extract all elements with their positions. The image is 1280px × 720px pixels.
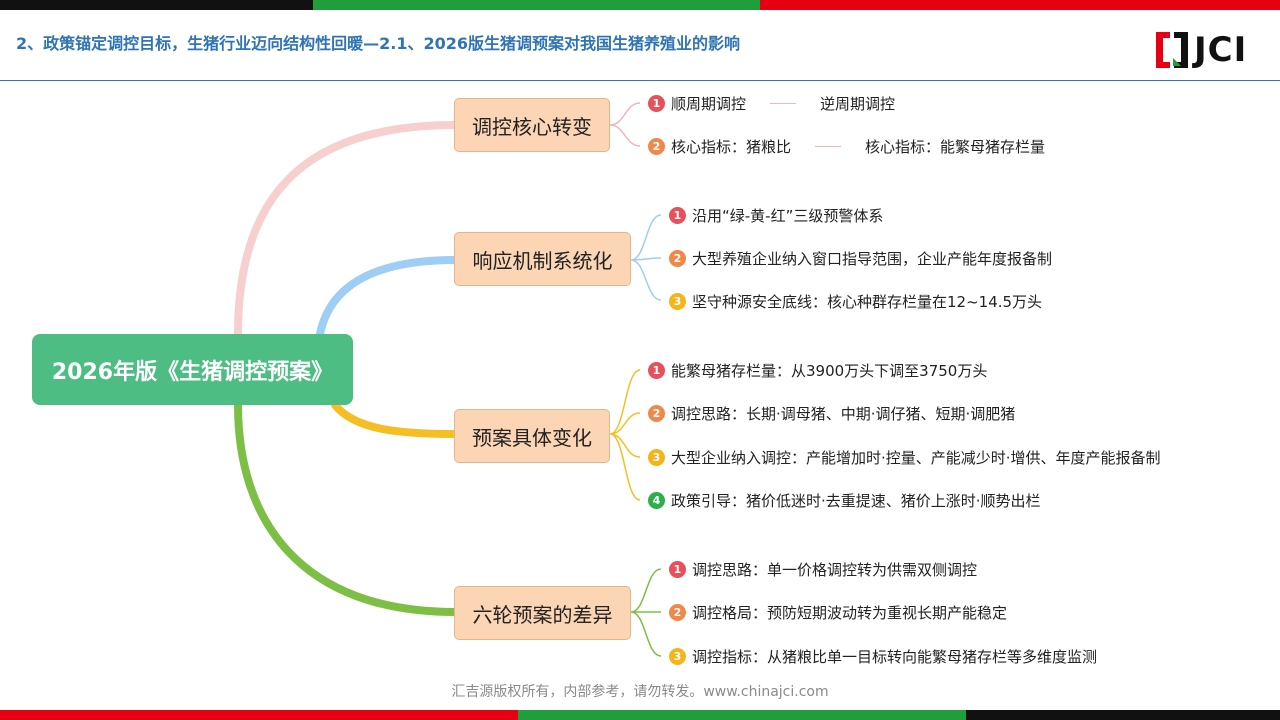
copyright-footer: 汇吉源版权所有，内部参考，请勿转发。www.chinajci.com bbox=[451, 684, 829, 700]
item-text: 调控指标：从猪粮比单一目标转向能繁母猪存栏等多维度监测 bbox=[692, 648, 1098, 666]
bracket-branch-4 bbox=[630, 568, 662, 657]
list-item: 3 调控指标：从猪粮比单一目标转向能繁母猪存栏等多维度监测 bbox=[669, 646, 1097, 667]
top-bar-black bbox=[0, 0, 313, 10]
number-badge: 3 bbox=[648, 449, 665, 466]
item-text: 顺周期调控 bbox=[671, 95, 747, 113]
top-color-bar bbox=[0, 0, 1280, 10]
number-badge: 3 bbox=[669, 648, 686, 665]
branch-six-round-differences: 六轮预案的差异 bbox=[454, 586, 631, 640]
list-item: 1 调控思路：单一价格调控转为供需双侧调控 bbox=[669, 559, 977, 580]
arrow-separator bbox=[770, 103, 797, 104]
item-text: 调控思路：长期·调母猪、中期·调仔猪、短期·调肥猪 bbox=[671, 405, 1016, 423]
link-root-branch-1 bbox=[234, 121, 459, 338]
link-root-branch-2 bbox=[316, 256, 459, 338]
branch-plan-changes: 预案具体变化 bbox=[454, 409, 610, 463]
item-text: 沿用“绿-黄-红”三级预警体系 bbox=[692, 207, 884, 225]
bracket-branch-1 bbox=[609, 102, 641, 147]
item-text-target: 逆周期调控 bbox=[820, 95, 896, 113]
number-badge: 2 bbox=[648, 138, 665, 155]
item-text: 坚守种源安全底线：核心种群存栏量在12~14.5万头 bbox=[692, 293, 1043, 311]
arrow-separator bbox=[815, 146, 842, 147]
bottom-color-bar bbox=[0, 710, 1280, 720]
item-text-target: 核心指标：能繁母猪存栏量 bbox=[865, 138, 1046, 156]
bottom-bar-black bbox=[966, 710, 1280, 720]
bottom-bar-red bbox=[0, 710, 518, 720]
list-item: 2 大型养殖企业纳入窗口指导范围，企业产能年度报备制 bbox=[669, 248, 1052, 269]
item-text: 大型企业纳入调控：产能增加时·控量、产能减少时·增供、年度产能报备制 bbox=[671, 449, 1161, 467]
item-text: 调控格局：预防短期波动转为重视长期产能稳定 bbox=[692, 604, 1008, 622]
item-text: 政策引导：猪价低迷时·去重提速、猪价上涨时·顺势出栏 bbox=[671, 492, 1041, 510]
number-badge: 1 bbox=[648, 95, 665, 112]
jci-logo: JCI bbox=[1154, 28, 1264, 72]
list-item: 1 顺周期调控 逆周期调控 bbox=[648, 93, 895, 114]
item-text: 能繁母猪存栏量：从3900万头下调至3750万头 bbox=[671, 362, 988, 380]
bracket-branch-2 bbox=[630, 214, 662, 301]
list-item: 3 坚守种源安全底线：核心种群存栏量在12~14.5万头 bbox=[669, 291, 1042, 312]
branch-response-mechanism: 响应机制系统化 bbox=[454, 232, 631, 286]
branch-core-shift: 调控核心转变 bbox=[454, 98, 610, 152]
page-title: 2、政策锚定调控目标，生猪行业迈向结构性回暖—2.1、2026版生猪调预案对我国… bbox=[16, 34, 741, 53]
list-item: 4 政策引导：猪价低迷时·去重提速、猪价上涨时·顺势出栏 bbox=[648, 490, 1041, 511]
link-root-branch-3 bbox=[331, 401, 459, 438]
header-divider bbox=[0, 80, 1280, 81]
item-text: 大型养殖企业纳入窗口指导范围，企业产能年度报备制 bbox=[692, 250, 1053, 268]
number-badge: 1 bbox=[669, 207, 686, 224]
number-badge: 3 bbox=[669, 293, 686, 310]
top-bar-red bbox=[760, 0, 1280, 10]
bottom-bar-green bbox=[518, 710, 966, 720]
list-item: 2 调控思路：长期·调母猪、中期·调仔猪、短期·调肥猪 bbox=[648, 403, 1015, 424]
list-item: 1 沿用“绿-黄-红”三级预警体系 bbox=[669, 205, 883, 226]
number-badge: 2 bbox=[669, 250, 686, 267]
top-bar-green bbox=[313, 0, 760, 10]
item-text: 调控思路：单一价格调控转为供需双侧调控 bbox=[692, 561, 978, 579]
link-root-branch-4 bbox=[234, 401, 459, 616]
list-item: 3 大型企业纳入调控：产能增加时·控量、产能减少时·增供、年度产能报备制 bbox=[648, 447, 1161, 468]
logo-text: JCI bbox=[1194, 30, 1248, 70]
mindmap-root: 2026年版《生猪调控预案》 bbox=[32, 334, 353, 405]
list-item: 2 调控格局：预防短期波动转为重视长期产能稳定 bbox=[669, 602, 1007, 623]
list-item: 2 核心指标：猪粮比 核心指标：能繁母猪存栏量 bbox=[648, 136, 1045, 157]
number-badge: 2 bbox=[669, 604, 686, 621]
number-badge: 1 bbox=[669, 561, 686, 578]
jci-logo-icon bbox=[1156, 32, 1188, 68]
bracket-branch-3 bbox=[609, 369, 641, 501]
item-text: 核心指标：猪粮比 bbox=[671, 138, 792, 156]
list-item: 1 能繁母猪存栏量：从3900万头下调至3750万头 bbox=[648, 360, 987, 381]
number-badge: 1 bbox=[648, 362, 665, 379]
number-badge: 2 bbox=[648, 405, 665, 422]
number-badge: 4 bbox=[648, 492, 665, 509]
